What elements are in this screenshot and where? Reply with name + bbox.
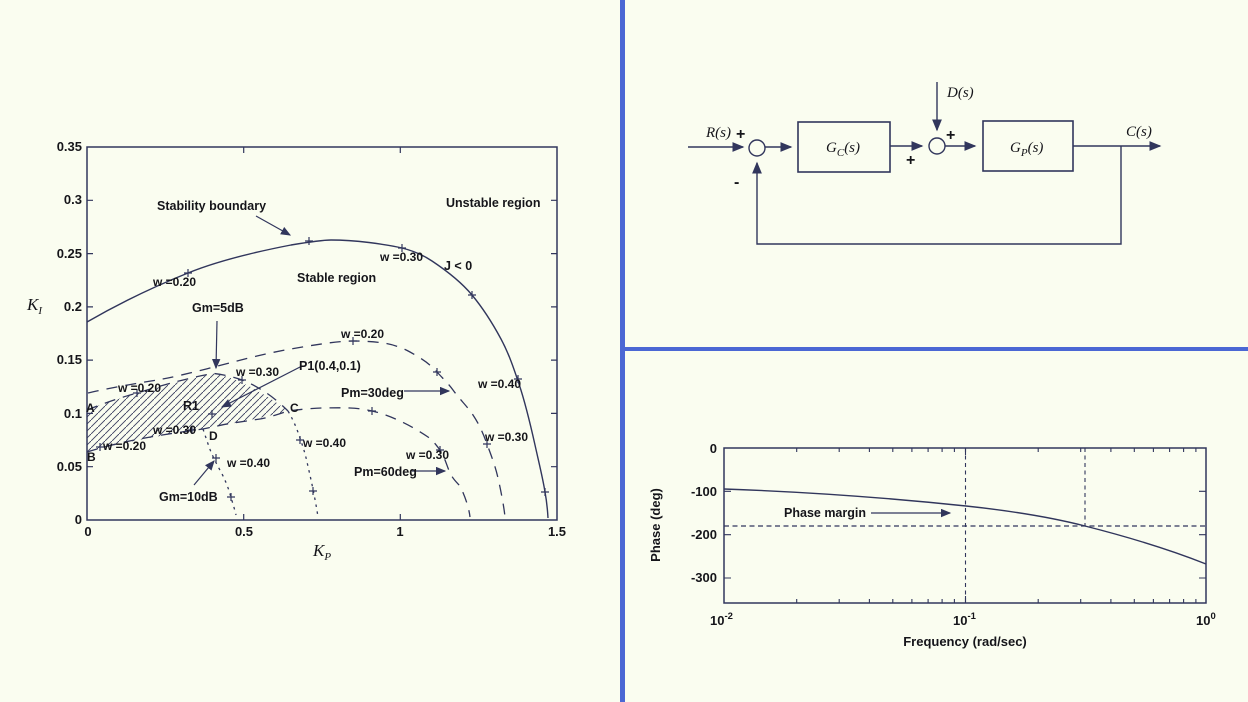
label-j-lt-0: J < 0	[444, 259, 472, 273]
feedback-minus-sign: -	[734, 174, 739, 191]
horizontal-divider	[625, 347, 1248, 351]
arrow-p1	[220, 365, 303, 408]
arrow-stability-boundary	[255, 215, 292, 236]
label-unstable-region: Unstable region	[446, 196, 540, 210]
label-c-s: C(s)	[1126, 124, 1152, 140]
pm60-curve	[86, 407, 471, 518]
gm5-descent-curve	[287, 410, 319, 518]
label-w030-pm60-desc: w =0.30	[405, 448, 449, 462]
label-r-s: R(s)	[705, 125, 731, 141]
label-w030-pm30-desc: w =0.30	[484, 430, 528, 444]
label-point-b: B	[87, 450, 96, 464]
feedback-wire	[752, 146, 1122, 245]
bode-y-tick: 0	[710, 441, 717, 456]
label-point-c: C	[290, 401, 299, 415]
bode-x-tick: 100	[1196, 611, 1216, 628]
label-w040-gm10: w =0.40	[226, 456, 270, 470]
y-tick-label: 0.15	[57, 352, 82, 367]
label-w020-gm5: w =0.20	[117, 381, 161, 395]
summing-junction-2	[928, 137, 946, 155]
bode-ticks	[724, 448, 1206, 603]
pm30-curve	[87, 340, 506, 518]
input-plus-sign: +	[736, 126, 745, 143]
label-d-s: D(s)	[946, 85, 974, 101]
phase-curve	[723, 488, 1207, 565]
bode-y-axis-label: Phase (deg)	[648, 488, 663, 562]
gc-block	[797, 121, 891, 173]
y-tick-label: 0.3	[64, 192, 82, 207]
bode-y-tick: -300	[691, 570, 717, 585]
label-pm30: Pm=30deg	[341, 386, 404, 400]
label-r1: R1	[183, 399, 199, 413]
block-diagram: R(s) + - GC(s) + D(s) + GP(s) C(s)	[688, 82, 1162, 245]
sum2-plus-top-sign: +	[946, 127, 955, 144]
y-tick-label: 0.25	[57, 246, 82, 261]
y-tick-label: 0	[75, 512, 82, 527]
arrow-gm5	[211, 320, 221, 370]
stability-plot: 0.35 0.3 0.25 0.2 0.15 0.1 0.05 0 0 0.5 …	[26, 139, 566, 563]
x-tick-label: 1.5	[548, 524, 566, 539]
gp-label: GP(s)	[1010, 140, 1043, 159]
arrow-gm10	[193, 460, 215, 486]
label-w020-solid: w =0.20	[152, 275, 196, 289]
label-point-d: D	[209, 429, 218, 443]
bode-y-tick: -200	[691, 527, 717, 542]
bode-x-tick: 10-2	[710, 611, 733, 628]
y-tick-label: 0.2	[64, 299, 82, 314]
stability-boundary-curve	[86, 239, 549, 519]
x-tick-label: 1	[396, 524, 403, 539]
label-p1: P1(0.4,0.1)	[299, 359, 361, 373]
label-w040-gm5desc: w =0.40	[302, 436, 346, 450]
label-w030-solid: w =0.30	[379, 250, 423, 264]
label-stable-region: Stable region	[297, 271, 376, 285]
label-stability-boundary: Stability boundary	[157, 199, 266, 213]
gm10-curve	[202, 428, 237, 516]
hatched-region-r1	[87, 373, 288, 452]
label-w020-pm30: w =0.20	[340, 327, 384, 341]
x-axis-label: KP	[312, 541, 331, 563]
axis-ticks	[87, 147, 557, 520]
label-gm10: Gm=10dB	[159, 490, 218, 504]
phase-margin-label: Phase margin	[784, 506, 866, 520]
summing-junction-1	[748, 139, 766, 157]
label-pm60: Pm=60deg	[354, 465, 417, 479]
label-w030-pm60-left: w =0.30	[152, 423, 196, 437]
label-w030-gm5: w =0.30	[235, 365, 279, 379]
bode-x-axis-label: Frequency (rad/sec)	[903, 634, 1027, 649]
gc-label: GC(s)	[826, 140, 860, 159]
bode-x-tick: 10-1	[953, 611, 977, 628]
freq-markers	[96, 237, 549, 501]
x-tick-label: 0.5	[235, 524, 253, 539]
y-axis-label: KI	[26, 295, 43, 317]
y-tick-label: 0.35	[57, 139, 82, 154]
label-gm5: Gm=5dB	[192, 301, 244, 315]
y-tick-label: 0.1	[64, 406, 82, 421]
y-tick-label: 0.05	[57, 459, 82, 474]
x-tick-label: 0	[84, 524, 91, 539]
bode-plot: Phase margin 0 -100 -200 -300 10-2 10-1 …	[648, 441, 1216, 649]
label-w020-pm60: w =0.20	[102, 439, 146, 453]
vertical-divider	[620, 0, 625, 702]
bode-y-tick: -100	[691, 484, 717, 499]
sum2-plus-left-sign: +	[906, 152, 915, 169]
label-point-a: A	[86, 401, 95, 415]
plot-frame	[86, 146, 558, 521]
label-w040-solid: w =0.40	[477, 377, 521, 391]
